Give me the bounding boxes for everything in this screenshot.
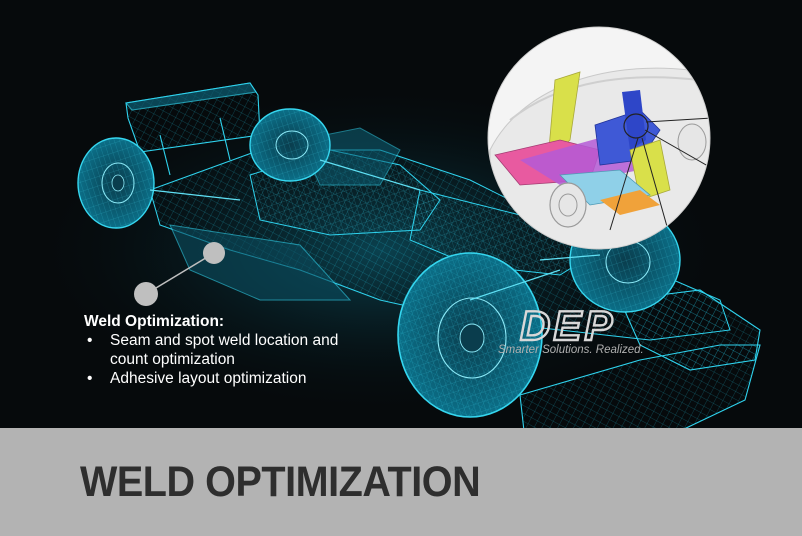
suspension-arms [149,159,601,301]
info-bullet-item: Seam and spot weld location and count op… [84,331,370,369]
footer-title: WELD OPTIMIZATION [80,458,481,506]
logo-tagline: Smarter Solutions. Realized. [498,344,644,356]
logo-text: DEP [520,302,615,349]
rear-right-wheel [249,108,331,182]
weld-callout [134,242,225,306]
footer-bar [0,428,802,536]
dep-logo: DEP [519,301,615,350]
info-heading: Weld Optimization: [84,313,225,330]
info-bullet-item: Adhesive layout optimization [84,369,370,388]
rear-left-wheel [77,137,155,229]
front-left-wheel [397,252,543,418]
info-bullet-list: Seam and spot weld location and count op… [84,331,370,388]
weld-info-box: Weld Optimization: Seam and spot weld lo… [84,312,370,388]
rear-wing [124,82,261,176]
detail-zoom-circle [487,26,711,250]
